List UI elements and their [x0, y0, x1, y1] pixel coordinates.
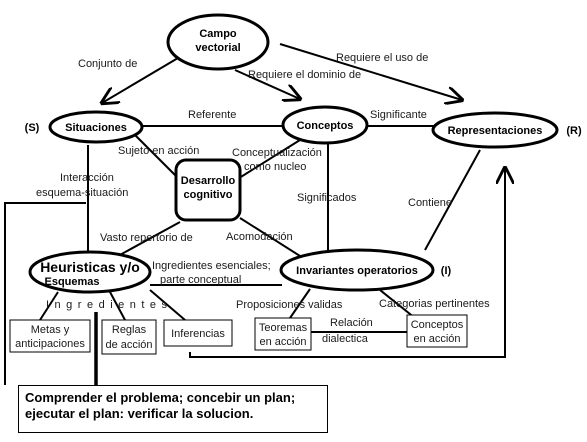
edge-heuristicas-metas [39, 291, 59, 321]
campo-line1: Campo [199, 28, 237, 40]
campo-line2: vectorial [195, 42, 240, 54]
edge-invariantes-teoremas [289, 288, 311, 319]
bottom-note-line1: Comprender el problema; concebir un plan… [25, 390, 296, 405]
metas-line2: anticipaciones [15, 338, 85, 350]
edge-heuristicas-reglas [109, 291, 126, 321]
desarrollo-line1: Desarrollo [181, 175, 236, 187]
bottom-note: Comprender el problema; concebir un plan… [18, 385, 328, 433]
invariantes-tag: (I) [441, 265, 452, 277]
edge-bottom-loop [189, 168, 505, 358]
conceptos-accion-line2: en acción [413, 333, 460, 345]
label-categorias: Categorias pertinentes [379, 298, 490, 310]
label-relacion-2: dialectica [322, 333, 369, 345]
edge-campo-conceptos [234, 69, 300, 99]
teoremas-line2: en acción [259, 336, 306, 348]
reglas-line1: Reglas [112, 324, 147, 336]
esquemas-label: Esquemas [44, 276, 99, 288]
representaciones-tag: (R) [566, 125, 582, 137]
situaciones-label: Situaciones [65, 122, 127, 134]
invariantes-label: Invariantes operatorios [296, 265, 418, 277]
box-conceptos-accion: Conceptos en acción [406, 314, 468, 348]
node-campo-vectorial: Campo vectorial [166, 13, 270, 71]
label-ingredientes-1: Ingredientes esenciales; [152, 260, 271, 272]
node-invariantes: Invariantes operatorios (I) [279, 248, 452, 292]
label-relacion-1: Relación [330, 317, 373, 329]
node-heuristicas: Heuristicas y/o Esquemas [28, 250, 152, 294]
label-requiere-uso: Requiere el uso de [336, 52, 428, 64]
label-significados: Significados [297, 192, 357, 204]
edge-desarrollo-invariantes [239, 217, 301, 257]
edge-left-loop [4, 202, 86, 385]
label-acomodacion: Acomodación [226, 231, 293, 243]
label-referente: Referente [188, 109, 236, 121]
label-proposiciones: Proposiciones validas [236, 299, 343, 311]
connectors [4, 43, 505, 385]
label-conceptualizacion-1: Conceptualización [232, 147, 322, 159]
metas-line1: Metas y [31, 324, 70, 336]
edge-invariantes-representaciones [424, 149, 481, 251]
box-inferencias: Inferencias [163, 319, 233, 347]
edge-situaciones-desarrollo [134, 134, 179, 179]
box-teoremas: Teoremas en acción [254, 317, 312, 351]
label-interaccion-1: Interacción [60, 172, 114, 184]
label-sujeto-accion: Sujeto en acción [118, 145, 199, 157]
label-conceptualizacion-2: como nucleo [244, 161, 306, 173]
edge-desarrollo-heuristicas [117, 221, 181, 257]
label-significante: Significante [370, 109, 427, 121]
edge-campo-representaciones [279, 43, 462, 100]
situaciones-tag: (S) [25, 122, 40, 134]
edge-conceptos-desarrollo [235, 139, 301, 181]
edge-heuristicas-inferencias [149, 289, 186, 321]
label-ingredientes-2: parte conceptual [160, 274, 241, 286]
label-contiene: Contiene [408, 197, 452, 209]
label-conjunto-de: Conjunto de [78, 58, 137, 70]
label-interaccion-2: esquema-situación [36, 187, 128, 199]
reglas-line2: de acción [105, 339, 152, 351]
desarrollo-line2: cognitivo [184, 189, 233, 201]
edge-campo-situaciones [102, 57, 179, 103]
label-requiere-dominio: Requiere el dominio de [248, 69, 361, 81]
heuristicas-label: Heuristicas y/o [40, 259, 140, 275]
node-desarrollo-cognitivo: Desarrollo cognitivo [174, 158, 242, 222]
representaciones-label: Representaciones [448, 125, 543, 137]
teoremas-line1: Teoremas [259, 322, 308, 334]
label-ingredientes-spaced: Ingredientes [46, 299, 173, 311]
edge-invariantes-conceptos-accion [379, 289, 416, 319]
conceptos-accion-line1: Conceptos [411, 319, 464, 331]
node-conceptos: Conceptos [281, 105, 369, 145]
box-reglas: Reglas de acción [101, 319, 157, 355]
box-metas: Metas y anticipaciones [9, 319, 91, 353]
bottom-note-line2: ejecutar el plan: verificar la solucion. [25, 406, 254, 421]
node-representaciones: Representaciones (R) [431, 111, 582, 149]
node-situaciones: Situaciones (S) [25, 110, 144, 144]
label-vasto: Vasto repertorio de [100, 232, 193, 244]
inferencias-label: Inferencias [171, 328, 225, 340]
conceptos-label: Conceptos [297, 120, 354, 132]
